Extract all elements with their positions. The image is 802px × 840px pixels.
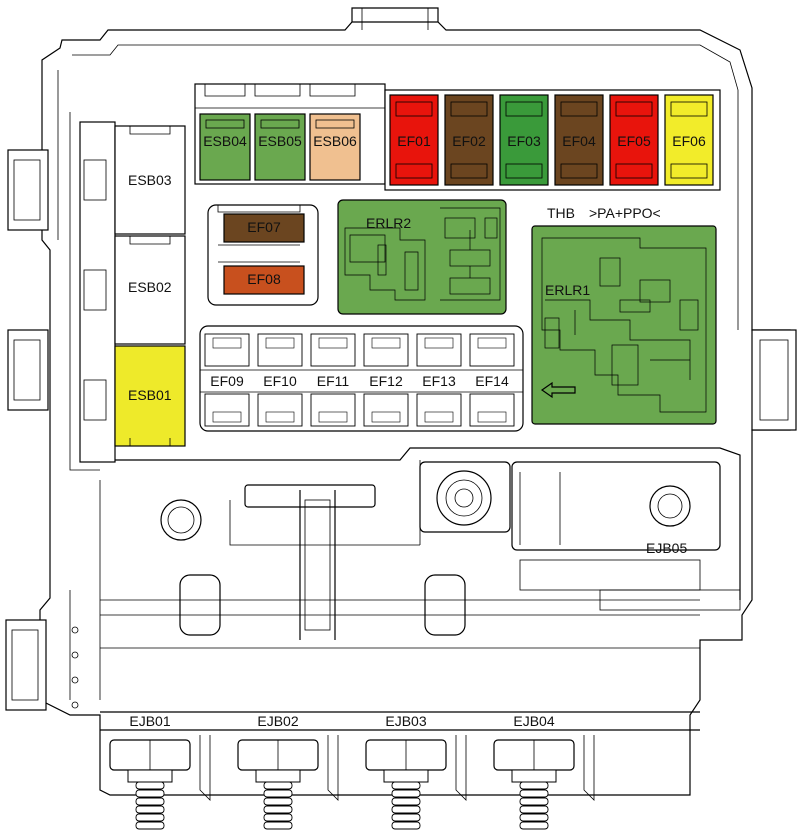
lower-body: EJB05 <box>69 460 741 731</box>
esb-column <box>79 121 116 463</box>
fuse-ef08: EF08 <box>223 265 305 295</box>
fuse-label: ESB05 <box>258 133 302 149</box>
fuse-ef12: EF12 <box>363 333 409 427</box>
fuse-ef01: EF01 <box>389 94 439 186</box>
fuse-label: ESB06 <box>313 133 357 149</box>
code-label: >PA+PPO< <box>589 205 661 221</box>
terminal-thread <box>135 781 165 830</box>
terminal-ejb02: EJB02 <box>237 713 339 830</box>
fuse-label: EF05 <box>617 133 651 149</box>
arrow-left-icon <box>540 381 576 399</box>
housing-outline <box>5 7 797 796</box>
fuse-label: EF08 <box>247 271 281 287</box>
fuse-ef10: EF10 <box>257 333 303 427</box>
stud-main <box>436 470 492 526</box>
fuse-label: EF02 <box>452 133 486 149</box>
terminal-thread <box>263 781 293 830</box>
fuse-ef09: EF09 <box>204 333 250 427</box>
fuse-label: EF10 <box>263 373 297 389</box>
stud-ejb05 <box>649 485 691 527</box>
fuse-label: EF11 <box>317 373 350 389</box>
fuse-ef14: EF14 <box>469 333 515 427</box>
left-tab-upper <box>7 149 49 231</box>
terminal-label: EJB01 <box>129 713 170 729</box>
fuse-ef07: EF07 <box>223 213 305 243</box>
fuse-label: EF03 <box>507 133 541 149</box>
fuse-ef03: EF03 <box>499 94 549 186</box>
fuse-ef04: EF04 <box>554 94 604 186</box>
terminal-ejb04: EJB04 <box>493 713 595 830</box>
fuse-label: ESB04 <box>203 133 247 149</box>
mounting-hole-left <box>160 499 202 541</box>
ef-top-holder <box>384 89 721 191</box>
terminal-ejb03: EJB03 <box>365 713 467 830</box>
esb01-label: ESB01 <box>128 387 172 403</box>
erlr2-label: ERLR2 <box>366 215 411 231</box>
esb02-slot: ESB02 <box>114 235 186 345</box>
fuse-ef13: EF13 <box>416 333 462 427</box>
ef-row-holder <box>199 325 524 432</box>
fuse-label: EF14 <box>475 373 509 389</box>
erlr1-relay: ERLR1 <box>531 225 717 425</box>
fuse-esb04: ESB04 <box>199 113 251 181</box>
esb03-label: ESB03 <box>128 172 172 188</box>
esb02-label: ESB02 <box>128 279 172 295</box>
fuse-label: EF13 <box>422 373 456 389</box>
esb01-slot: ESB01 <box>114 345 186 447</box>
fuse-esb06: ESB06 <box>309 113 361 181</box>
ejb05-label: EJB05 <box>646 540 687 556</box>
erlr2-relay: ERLR2 <box>337 199 507 315</box>
terminal-thread <box>519 781 549 830</box>
fuse-label: EF01 <box>397 133 431 149</box>
left-tab-middle <box>7 329 49 411</box>
terminal-ejb01: EJB01 <box>109 713 211 830</box>
fuse-label: EF06 <box>672 133 706 149</box>
right-tab <box>751 329 797 431</box>
left-tab-lower <box>5 619 47 711</box>
fuse-esb05: ESB05 <box>254 113 306 181</box>
fuse-label: EF07 <box>247 219 281 235</box>
terminal-label: EJB03 <box>385 713 426 729</box>
fuse-label: EF09 <box>210 373 244 389</box>
fuse-label: EF12 <box>369 373 403 389</box>
fuse-ef02: EF02 <box>444 94 494 186</box>
fuse-label: EF04 <box>562 133 596 149</box>
terminal-thread <box>391 781 421 830</box>
esb03-slot: ESB03 <box>114 125 186 235</box>
erlr1-label: ERLR1 <box>545 282 590 298</box>
fuse-ef06: EF06 <box>664 94 714 186</box>
fuse-ef05: EF05 <box>609 94 659 186</box>
terminal-label: EJB04 <box>513 713 554 729</box>
fuse-ef11: EF11 <box>310 333 356 427</box>
thb-label: THB <box>547 205 575 221</box>
terminal-label: EJB02 <box>257 713 298 729</box>
